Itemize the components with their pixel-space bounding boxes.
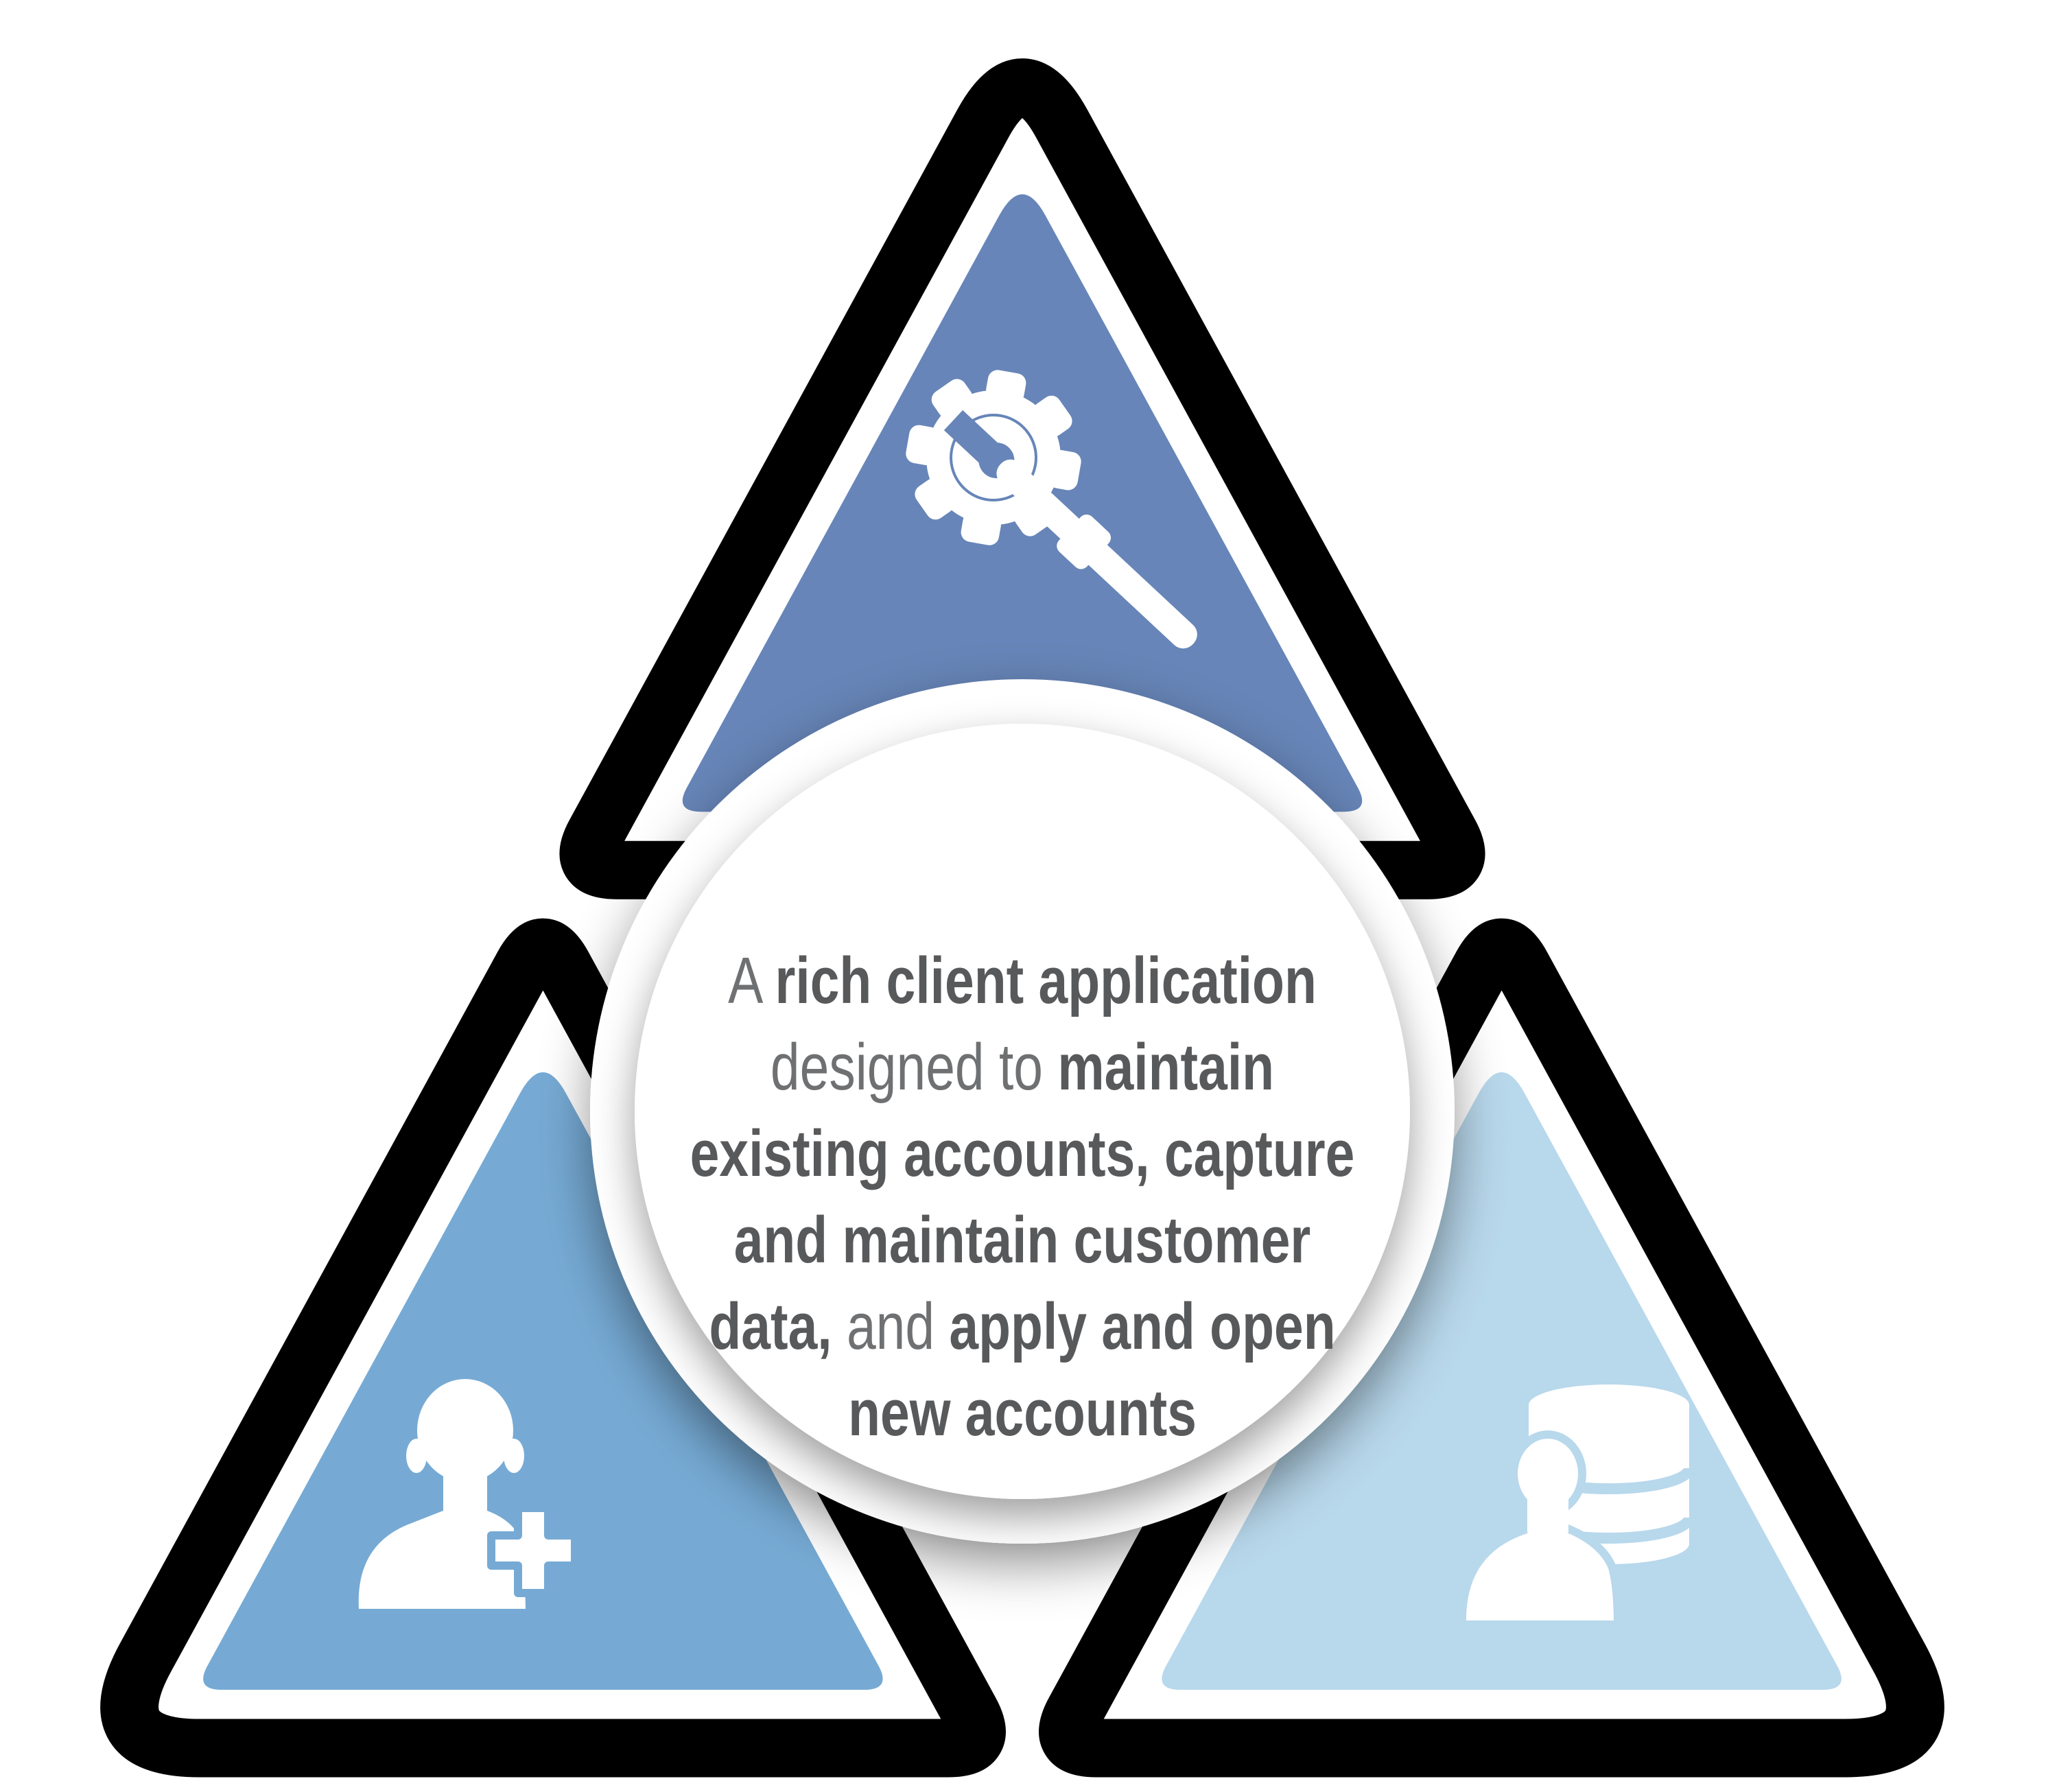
center-text-line-6: new accounts: [848, 1376, 1197, 1450]
center-text-line-5: data, and apply and open: [709, 1290, 1335, 1363]
center-text-line-1: A rich client application: [728, 944, 1317, 1017]
gear-wrench-icon: [906, 370, 1197, 649]
db-user-torso: [1457, 1517, 1623, 1629]
center-circle: [635, 724, 1410, 1499]
user-head: [417, 1379, 513, 1482]
user-database-icon: [1457, 1384, 1695, 1629]
user-torso: [358, 1474, 526, 1609]
wrench: [943, 410, 1197, 649]
center-text-line-4: and maintain customer: [734, 1203, 1311, 1277]
wrench-collar: [1057, 515, 1112, 569]
center-text-line-2: designed to maintain: [771, 1030, 1274, 1104]
center-text: A rich client application designed to ma…: [690, 944, 1355, 1450]
center-text-line-3: existing accounts, capture: [690, 1117, 1355, 1190]
add-user-icon: [358, 1379, 579, 1609]
plus-icon: [487, 1504, 579, 1597]
bottom-left-section-fill: [203, 1072, 883, 1690]
db-user-neck: [1527, 1496, 1568, 1533]
